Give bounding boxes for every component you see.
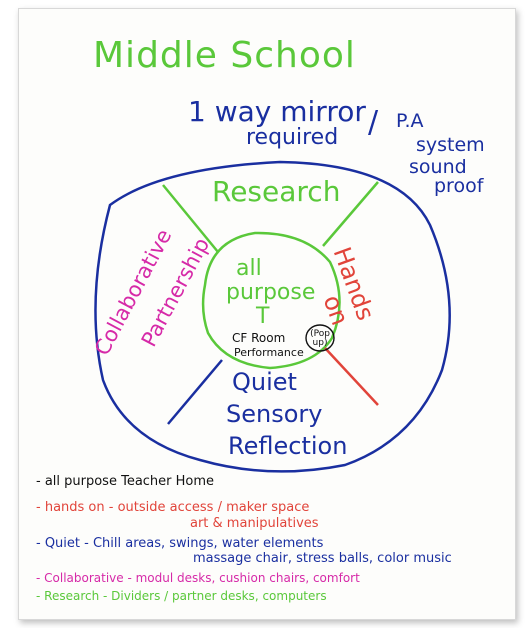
zone-reflection: Reflection xyxy=(228,432,348,460)
center-all: all xyxy=(236,256,262,281)
zone-research: Research xyxy=(212,175,341,208)
pa-system-4: proof xyxy=(434,175,484,197)
pa-system-1: P.A xyxy=(396,110,424,132)
legend-quiet-2: massage chair, stress balls, color music xyxy=(193,551,452,566)
cf-room-label: CF Room xyxy=(232,331,286,345)
legend-all-purpose: - all purpose Teacher Home xyxy=(36,474,215,489)
pa-system-3: sound xyxy=(409,156,467,178)
zone-quiet: Quiet xyxy=(232,368,297,396)
divider-quiet-left xyxy=(167,359,223,425)
page-title: Middle School xyxy=(93,35,356,76)
requirement-slash: / xyxy=(368,105,379,140)
outer-circle xyxy=(94,160,451,473)
divider-research-left xyxy=(162,184,219,253)
whiteboard-paper xyxy=(18,8,516,620)
pop-up-circle xyxy=(305,324,335,352)
performance-label: Performance xyxy=(234,346,304,359)
zone-sensory: Sensory xyxy=(226,400,323,428)
center-purpose: purpose xyxy=(226,280,316,305)
mirror-requirement: 1 way mirror xyxy=(188,95,366,128)
mirror-requirement-2: required xyxy=(246,125,339,150)
legend-hands-on: - hands on - outside access / maker spac… xyxy=(36,500,310,515)
legend-collaborative: - Collaborative - modul desks, cushion c… xyxy=(36,571,360,585)
legend-quiet: - Quiet - Chill areas, swings, water ele… xyxy=(36,536,324,551)
center-t: T xyxy=(256,304,270,329)
divider-research-right xyxy=(322,181,379,247)
legend-hands-on-2: art & manipulatives xyxy=(190,516,319,531)
pop-up-label: (Pop up) xyxy=(310,329,330,348)
pa-system-2: system xyxy=(416,134,485,156)
divider-hands-bottom xyxy=(324,347,379,406)
legend-research: - Research - Dividers / partner desks, c… xyxy=(36,589,327,603)
